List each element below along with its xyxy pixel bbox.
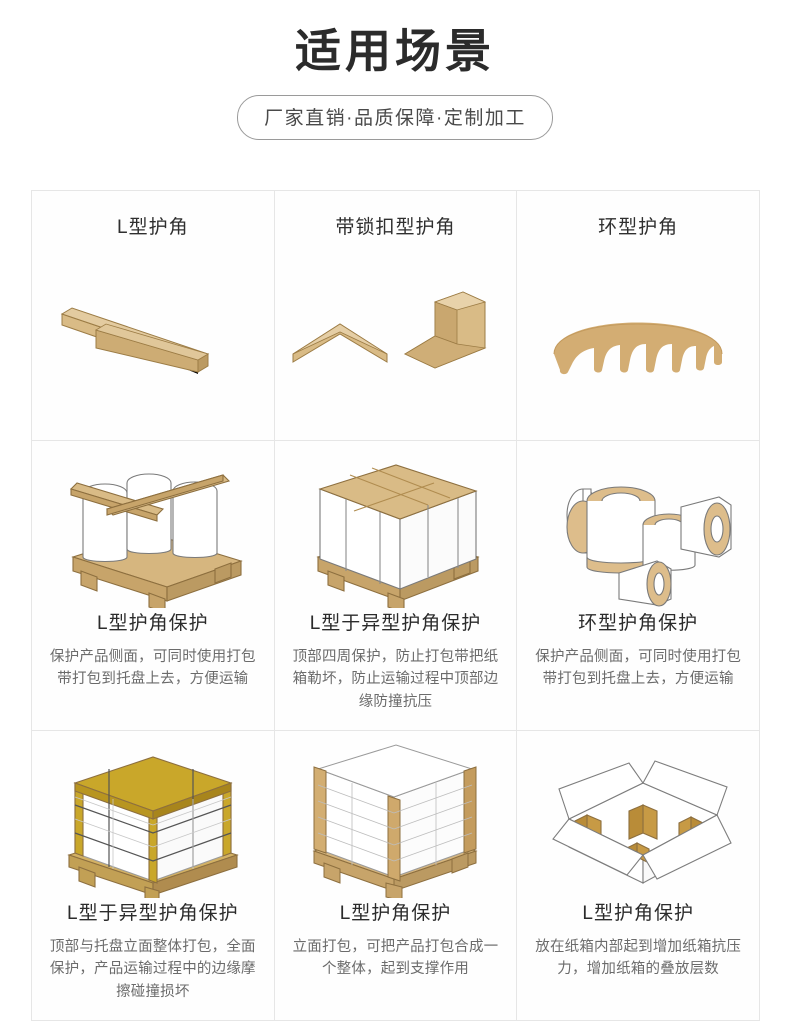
scenario-cell-inner-carton[interactable]: L型护角保护 放在纸箱内部起到增加纸箱抗压力，增加纸箱的叠放层数 bbox=[517, 731, 760, 1021]
scenario-cell-top-protect[interactable]: L型于异型护角保护 顶部四周保护，防止打包带把纸箱勒坏，防止运输过程中顶部边缘防… bbox=[274, 441, 518, 731]
scenario-desc: 立面打包，可把产品打包合成一个整体，起到支撑作用 bbox=[292, 938, 499, 978]
full-wrapped-pallet-illustration bbox=[37, 739, 269, 901]
scenario-desc: 顶部四周保护，防止打包带把纸箱勒坏，防止运输过程中顶部边缘防撞抗压 bbox=[292, 648, 499, 710]
scenario-title: L型于异型护角保护 bbox=[309, 613, 482, 634]
scenario-cell-vertical-edge[interactable]: L型护角保护 立面打包，可把产品打包合成一个整体，起到支撑作用 bbox=[274, 731, 518, 1021]
scenario-desc: 放在纸箱内部起到增加纸箱抗压力，增加纸箱的叠放层数 bbox=[535, 938, 742, 978]
page-title: 适用场景 bbox=[295, 25, 495, 77]
paper-rolls-with-rings-illustration bbox=[522, 449, 754, 611]
scenario-cell-l-type[interactable]: L型护角 bbox=[32, 191, 275, 441]
page-header: 适用场景 厂家直销·品质保障·定制加工 bbox=[0, 0, 790, 140]
scenario-cell-ring-type[interactable]: 环型护角 bbox=[517, 191, 760, 441]
scenario-desc: 保护产品侧面，可同时使用打包带打包到托盘上去，方便运输 bbox=[535, 648, 742, 688]
scenario-title: 带锁扣型护角 bbox=[335, 217, 456, 238]
scenario-grid: L型护角 带锁扣型护角 bbox=[31, 190, 760, 1021]
scenario-desc: 顶部与托盘立面整体打包，全面保护，产品运输过程中的边缘摩擦碰撞损坏 bbox=[49, 938, 256, 1000]
scenario-title: L型护角保护 bbox=[339, 903, 452, 924]
vertical-edge-pallet-illustration bbox=[279, 739, 511, 901]
scenario-cell-l-protect[interactable]: L型护角保护 保护产品侧面，可同时使用打包带打包到托盘上去，方便运输 bbox=[32, 441, 275, 731]
drums-on-pallet-illustration bbox=[37, 449, 269, 611]
scenario-title: L型护角保护 bbox=[97, 613, 209, 634]
subtitle-container: 厂家直销·品质保障·定制加工 bbox=[0, 94, 790, 140]
l-shape-corner-protector-illustration bbox=[38, 242, 268, 402]
scenario-desc: 保护产品侧面，可同时使用打包带打包到托盘上去，方便运输 bbox=[49, 648, 256, 688]
scenario-cell-full-wrap[interactable]: L型于异型护角保护 顶部与托盘立面整体打包，全面保护，产品运输过程中的边缘摩擦碰… bbox=[32, 731, 275, 1021]
box-on-pallet-top-protect-illustration bbox=[279, 449, 511, 611]
scenario-title: 环型护角保护 bbox=[578, 613, 699, 634]
open-carton-inner-protect-illustration bbox=[522, 739, 754, 901]
scenario-cell-ring-protect[interactable]: 环型护角保护 保护产品侧面，可同时使用打包带打包到托盘上去，方便运输 bbox=[517, 441, 760, 731]
scenario-title: L型护角保护 bbox=[582, 903, 694, 924]
locking-corner-protector-illustration bbox=[280, 242, 510, 402]
scenario-title: 环型护角 bbox=[598, 217, 679, 238]
subtitle-badge: 厂家直销·品质保障·定制加工 bbox=[237, 94, 553, 140]
ring-corner-protector-illustration bbox=[523, 242, 753, 402]
scenario-title: L型于异型护角保护 bbox=[67, 903, 239, 924]
scenario-cell-locking-type[interactable]: 带锁扣型护角 bbox=[274, 191, 518, 441]
scenario-title: L型护角 bbox=[117, 217, 189, 238]
